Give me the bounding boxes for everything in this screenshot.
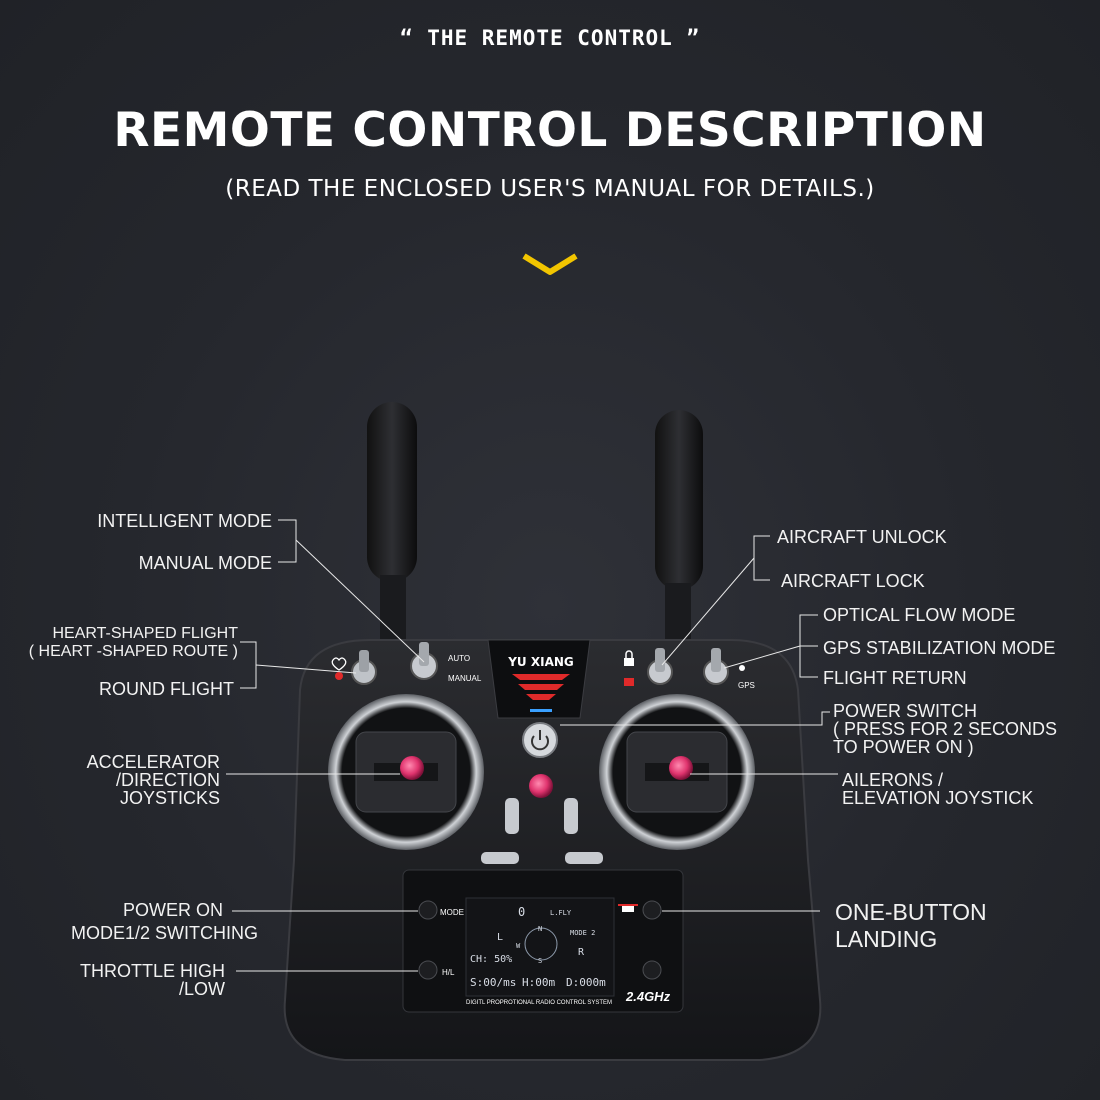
brand-logo-text: YU XIANG <box>507 655 574 669</box>
right-trim-button[interactable] <box>564 798 578 834</box>
screen-mode: MODE 2 <box>570 929 595 937</box>
lock-unlock-switch[interactable] <box>647 648 673 685</box>
left-horizontal-trim[interactable] <box>481 852 519 864</box>
lcd-screen: 0 L.FLY MODE 2 N S W L R CH: 50% S:00/ms… <box>465 897 615 997</box>
center-pink-button[interactable] <box>529 774 553 798</box>
switch-manual-label: MANUAL <box>448 674 482 683</box>
hl-button-label: H/L <box>442 968 455 977</box>
right-lower-button[interactable] <box>642 960 662 980</box>
right-joystick-knob[interactable] <box>669 756 693 780</box>
chevron-down-icon <box>522 253 578 275</box>
callout-power-switch-1: POWER SWITCH <box>833 701 977 721</box>
callout-optical-flow: OPTICAL FLOW MODE <box>823 605 1016 625</box>
screen-r: R <box>578 947 585 958</box>
drone-icon <box>618 904 638 912</box>
left-joystick-knob[interactable] <box>400 756 424 780</box>
throttle-hl-button[interactable] <box>418 960 438 980</box>
screen-zero: 0 <box>518 905 525 919</box>
callout-landing-2: LANDING <box>835 926 938 952</box>
callout-accelerator-1: ACCELERATOR <box>86 752 220 772</box>
kicker-title: “ THE REMOTE CONTROL ” <box>399 26 701 50</box>
callout-flight-return: FLIGHT RETURN <box>823 668 967 688</box>
switch-gps-label: GPS <box>738 681 755 690</box>
mode-button-label: MODE <box>440 908 464 917</box>
callout-heart-flight: HEART-SHAPED FLIGHT <box>52 625 238 642</box>
callout-power-switch-2: ( PRESS FOR 2 SECONDS <box>833 719 1058 739</box>
callout-landing-1: ONE-BUTTON <box>835 899 987 925</box>
callout-ailerons-2: ELEVATION JOYSTICK <box>842 788 1034 808</box>
round-flight-indicator <box>335 672 343 680</box>
left-joystick-gimbal[interactable] <box>328 694 484 850</box>
power-icon <box>531 730 549 751</box>
power-button[interactable] <box>522 722 558 758</box>
callout-accelerator-3: JOYSTICKS <box>119 788 220 808</box>
callout-throttle-1: THROTTLE HIGH <box>79 961 225 981</box>
callout-accelerator-2: /DIRECTION <box>115 770 220 790</box>
callout-round-flight: ROUND FLIGHT <box>99 679 234 699</box>
one-button-landing[interactable] <box>642 900 662 920</box>
callout-aircraft-unlock: AIRCRAFT UNLOCK <box>777 527 947 547</box>
lock-icon <box>624 650 634 686</box>
right-horizontal-trim[interactable] <box>565 852 603 864</box>
screen-height: H:00m <box>522 976 555 989</box>
screen-flight: L.FLY <box>550 909 572 917</box>
switch-auto-label: AUTO <box>448 654 470 663</box>
left-antenna <box>367 402 417 645</box>
brand-wings-icon <box>512 674 570 712</box>
callout-heart-route: ( HEART -SHAPED ROUTE ) <box>28 643 238 660</box>
optical-flow-indicator <box>739 665 745 671</box>
screen-n: N <box>538 925 542 933</box>
screen-compass <box>524 927 558 961</box>
screen-distance: D:000m <box>566 976 606 989</box>
callout-ailerons-1: AILERONS / <box>842 770 944 790</box>
screen-battery: CH: 50% <box>470 954 512 965</box>
callout-throttle-2: /LOW <box>178 979 225 999</box>
page-subtitle: (READ THE ENCLOSED USER'S MANUAL FOR DET… <box>225 176 875 202</box>
callout-intelligent-mode: INTELLIGENT MODE <box>97 511 272 531</box>
right-joystick-gimbal[interactable] <box>599 694 755 850</box>
screen-w: W <box>516 942 521 950</box>
callout-power-on: POWER ON <box>122 900 223 920</box>
page-title: REMOTE CONTROL DESCRIPTION <box>113 103 987 158</box>
callout-manual-mode: MANUAL MODE <box>138 553 272 573</box>
screen-l: L <box>497 932 503 943</box>
screen-s: S <box>538 957 542 965</box>
callout-gps-mode: GPS STABILIZATION MODE <box>823 638 1056 658</box>
left-trim-button[interactable] <box>505 798 519 834</box>
right-antenna <box>655 410 703 648</box>
band-label: 2.4GHz <box>625 989 671 1004</box>
callout-mode-switching: MODE1/2 SWITCHING <box>70 923 258 943</box>
screen-speed: S:00/ms <box>470 976 516 989</box>
mode-button[interactable] <box>418 900 438 920</box>
callout-power-switch-3: TO POWER ON ) <box>833 737 974 757</box>
callout-aircraft-lock: AIRCRAFT LOCK <box>781 571 925 591</box>
panel-caption: DIGITL PROPROTIONAL RADIO CONTROL SYSTEM <box>466 1000 612 1006</box>
